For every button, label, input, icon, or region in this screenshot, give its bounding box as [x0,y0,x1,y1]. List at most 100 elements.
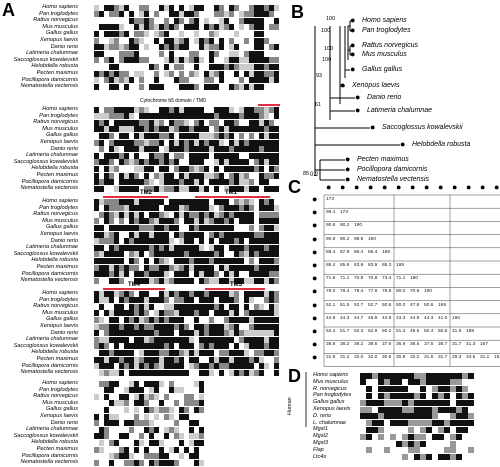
alignment-residue [239,224,244,231]
alignment-residue [234,433,239,440]
alignment-residue [274,126,279,133]
alignment-residue [94,356,99,363]
alignment-residue [249,37,254,44]
alignment-residue [134,343,139,350]
alignment-residue [234,24,239,31]
alignment-residue [94,303,99,310]
alignment-residue [174,179,179,186]
alignment-residue [164,323,169,330]
alignment-residue [159,343,164,350]
alignment-residue [194,113,199,120]
alignment-residue [109,17,114,24]
alignment-species-label: Pan troglodytes [39,296,78,303]
alignment-residue [244,406,249,413]
alignment-residue [264,152,269,159]
alignment-residue [219,224,224,231]
alignment-residue [199,70,204,77]
alignment-residue [184,126,189,133]
bootstrap-value: 100 [326,16,336,22]
matrix-cell: 90.2 [340,223,350,229]
alignment-residue [99,426,104,433]
panel-d-residue [456,426,462,433]
alignment-residue [114,113,119,120]
alignment-residue [194,426,199,433]
alignment-residue [109,231,114,238]
alignment-residue [239,400,244,407]
alignment-residue [219,179,224,186]
alignment-residue [194,185,199,192]
taxon-silhouette-icon: ● [355,105,361,115]
alignment-residue [159,406,164,413]
alignment-residue [249,44,254,51]
alignment-residue [184,224,189,231]
alignment-residue [169,459,174,466]
tree-taxon-label: Homo sapiens [362,17,407,24]
alignment-residue [154,218,159,225]
alignment-species-label: Mus musculus [42,23,78,30]
alignment-species-label: Helobdella robusta [31,349,78,356]
alignment-residue [129,336,134,343]
alignment-residue [179,363,184,370]
alignment-residue [169,11,174,18]
alignment-residue [109,185,114,192]
alignment-residue [269,271,274,278]
alignment-residue [199,244,204,251]
alignment-species-label: Pocillopora damicornis [21,178,78,185]
alignment-residue [264,459,269,466]
alignment-residue [159,63,164,70]
alignment-residue [254,231,259,238]
panel-d-residue [426,420,432,427]
alignment-residue [124,251,129,258]
alignment-residue [254,297,259,304]
alignment-residue [224,126,229,133]
alignment-residue [234,297,239,304]
alignment-residue [274,349,279,356]
alignment-residue [94,132,99,139]
matrix-cell: 78.4 [354,289,364,295]
alignment-residue [234,316,239,323]
alignment-residue [204,297,209,304]
alignment-residue [174,343,179,350]
matrix-cell: 52.4 [326,329,336,334]
alignment-residue [239,406,244,413]
alignment-residue [159,11,164,18]
alignment-residue [204,159,209,166]
panel-d-residue [438,406,444,413]
alignment-residue [94,165,99,172]
panel-d-residue [396,454,402,461]
alignment-residue [189,17,194,24]
alignment-residue [184,433,189,440]
alignment-species-label: Saccoglossus kowalevskii [13,250,78,257]
matrix-cell: 78.8 [382,289,392,295]
alignment-residue [224,453,229,460]
alignment-residue [189,349,194,356]
panel-d-residue [360,447,366,454]
alignment-residue [209,387,214,394]
alignment-residue [179,251,184,258]
alignment-residue [139,231,144,238]
panel-d-residue [378,420,384,427]
alignment-residue [169,251,174,258]
alignment-residue [234,303,239,310]
panel-d-residue [396,413,402,420]
alignment-residue [134,139,139,146]
panel-d-residue [402,440,408,447]
alignment-residue [99,393,104,400]
alignment-residue [104,224,109,231]
alignment-residue [229,257,234,264]
alignment-residue [99,316,104,323]
alignment-residue [149,50,154,57]
alignment-residue [259,257,264,264]
alignment-residue [154,316,159,323]
panel-d-residue [408,440,414,447]
alignment-residue [154,50,159,57]
alignment-residue [124,380,129,387]
alignment-residue [179,297,184,304]
alignment-residue [99,44,104,51]
alignment-residue [174,316,179,323]
alignment-residue [94,297,99,304]
alignment-residue [119,106,124,113]
matrix-cell: 44.9 [410,315,420,321]
alignment-residue [129,356,134,363]
alignment-residue [184,303,189,310]
